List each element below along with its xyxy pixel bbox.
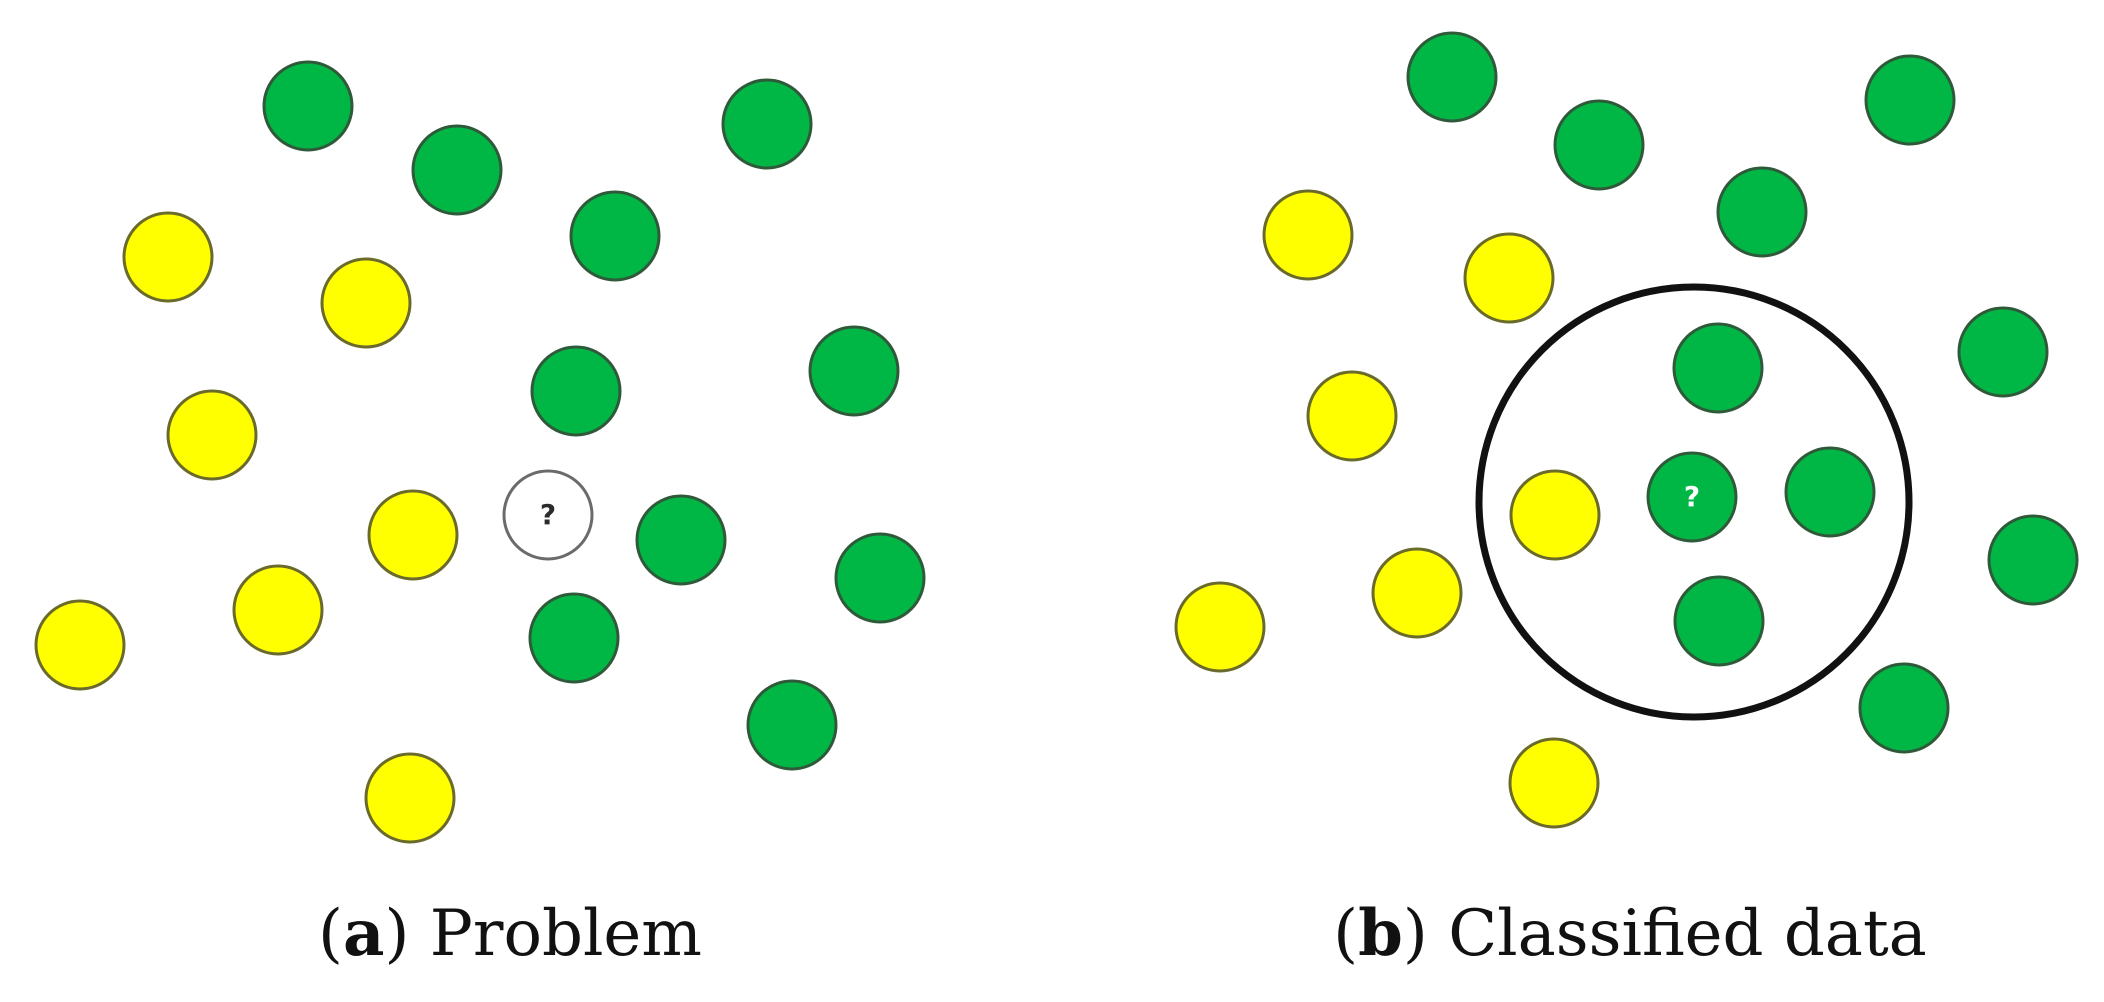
yellow-point [1262,189,1354,281]
green-point [834,532,926,624]
yellow-point [122,211,214,303]
panel-a-problem: ? [34,60,926,844]
caption-a-letter: a [343,896,385,971]
yellow-point [367,489,459,581]
caption-panel-b: (b) Classified data [1333,896,1927,971]
green-point [530,345,622,437]
yellow-point [320,257,412,349]
green-point [1858,662,1950,754]
yellow-point [364,752,456,844]
green-point [635,494,727,586]
green-point [721,78,813,170]
green-point [1673,575,1765,667]
green-point [528,592,620,684]
unknown-point-label: ? [540,498,556,531]
green-point [746,679,838,771]
green-point [1864,54,1956,146]
green-point [808,325,900,417]
yellow-point [34,599,126,691]
unknown-point [502,469,594,561]
caption-b-letter: b [1358,896,1403,971]
yellow-point [166,389,258,481]
green-point [1987,514,2079,606]
green-point [262,60,354,152]
yellow-point [232,564,324,656]
green-point [1553,99,1645,191]
classified-point-label: ? [1684,480,1700,513]
green-point [1672,322,1764,414]
yellow-point [1463,232,1555,324]
yellow-point [1371,547,1463,639]
green-point [1957,306,2049,398]
green-point [569,190,661,282]
caption-b-text: Classified data [1448,897,1927,971]
yellow-point [1508,737,1600,829]
green-point [411,124,503,216]
green-point [1716,166,1808,258]
green-point [1784,446,1876,538]
panel-b-classified-data: ? [1174,31,2079,829]
yellow-point [1174,581,1266,673]
caption-panel-a: (a) Problem [318,896,702,971]
neighborhood-circle [1475,283,1913,721]
green-point [1406,31,1498,123]
yellow-point [1306,370,1398,462]
classified-point [1646,451,1738,543]
yellow-point [1509,469,1601,561]
caption-a-text: Problem [429,897,702,971]
